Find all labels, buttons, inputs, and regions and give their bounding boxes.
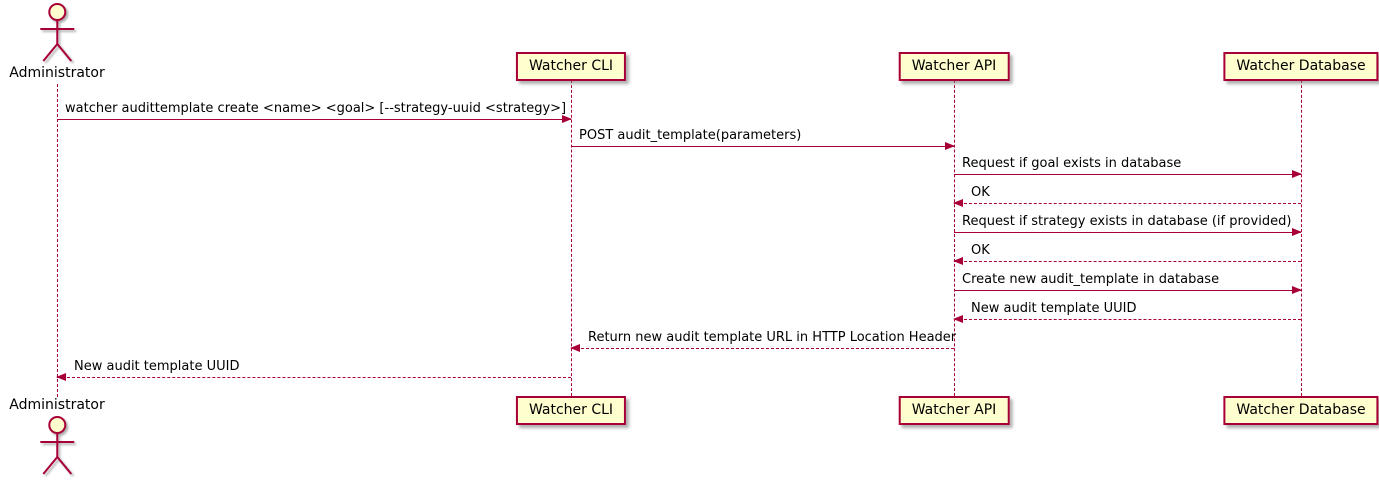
lifeline-administrator (57, 84, 58, 397)
actor-icon (40, 3, 74, 62)
participant-watcher-database-bottom: Watcher Database (1223, 396, 1379, 425)
arrowhead-right-icon (562, 115, 572, 123)
arrowhead-left-icon (56, 373, 66, 381)
message-label: Request if goal exists in database (962, 156, 1182, 171)
message-line (57, 119, 571, 120)
participant-watcher-api-bottom: Watcher API (898, 396, 1010, 425)
participant-watcher-database-top: Watcher Database (1223, 52, 1379, 81)
participant-watcher-api-top: Watcher API (898, 52, 1010, 81)
arrowhead-left-icon (570, 344, 580, 352)
message-label: Create new audit_template in database (962, 272, 1220, 287)
actor-label: Administrator (9, 397, 105, 413)
arrowhead-left-icon (953, 199, 963, 207)
arrowhead-right-icon (1292, 286, 1302, 294)
actor-label: Administrator (9, 65, 105, 81)
participant-watcher-cli-top: Watcher CLI (515, 52, 627, 81)
message-line (954, 290, 1301, 291)
message-label: New audit template UUID (971, 301, 1137, 316)
message-label: Return new audit template URL in HTTP Lo… (588, 330, 957, 345)
message-line (954, 261, 1301, 262)
message-label: New audit template UUID (74, 359, 240, 374)
message-line (571, 348, 954, 349)
message-line (954, 174, 1301, 175)
actor-administrator-top: Administrator (9, 2, 105, 81)
actor-administrator-bottom: Administrator (9, 397, 105, 478)
arrowhead-left-icon (953, 315, 963, 323)
actor-icon (40, 416, 74, 475)
message-label: Request if strategy exists in database (… (962, 214, 1292, 229)
arrowhead-right-icon (1292, 228, 1302, 236)
message-line (954, 232, 1301, 233)
arrowhead-left-icon (953, 257, 963, 265)
message-label: OK (971, 243, 990, 258)
message-label: POST audit_template(parameters) (579, 128, 802, 143)
message-line (954, 319, 1301, 320)
message-label: OK (971, 185, 990, 200)
message-label: watcher audittemplate create <name> <goa… (65, 101, 567, 116)
message-line (954, 203, 1301, 204)
lifeline-watcher-cli (571, 80, 572, 396)
message-line (571, 146, 954, 147)
participant-watcher-cli-bottom: Watcher CLI (515, 396, 627, 425)
lifeline-watcher-database (1301, 80, 1302, 396)
message-line (57, 377, 571, 378)
arrowhead-right-icon (945, 142, 955, 150)
lifeline-watcher-api (954, 80, 955, 396)
arrowhead-right-icon (1292, 170, 1302, 178)
